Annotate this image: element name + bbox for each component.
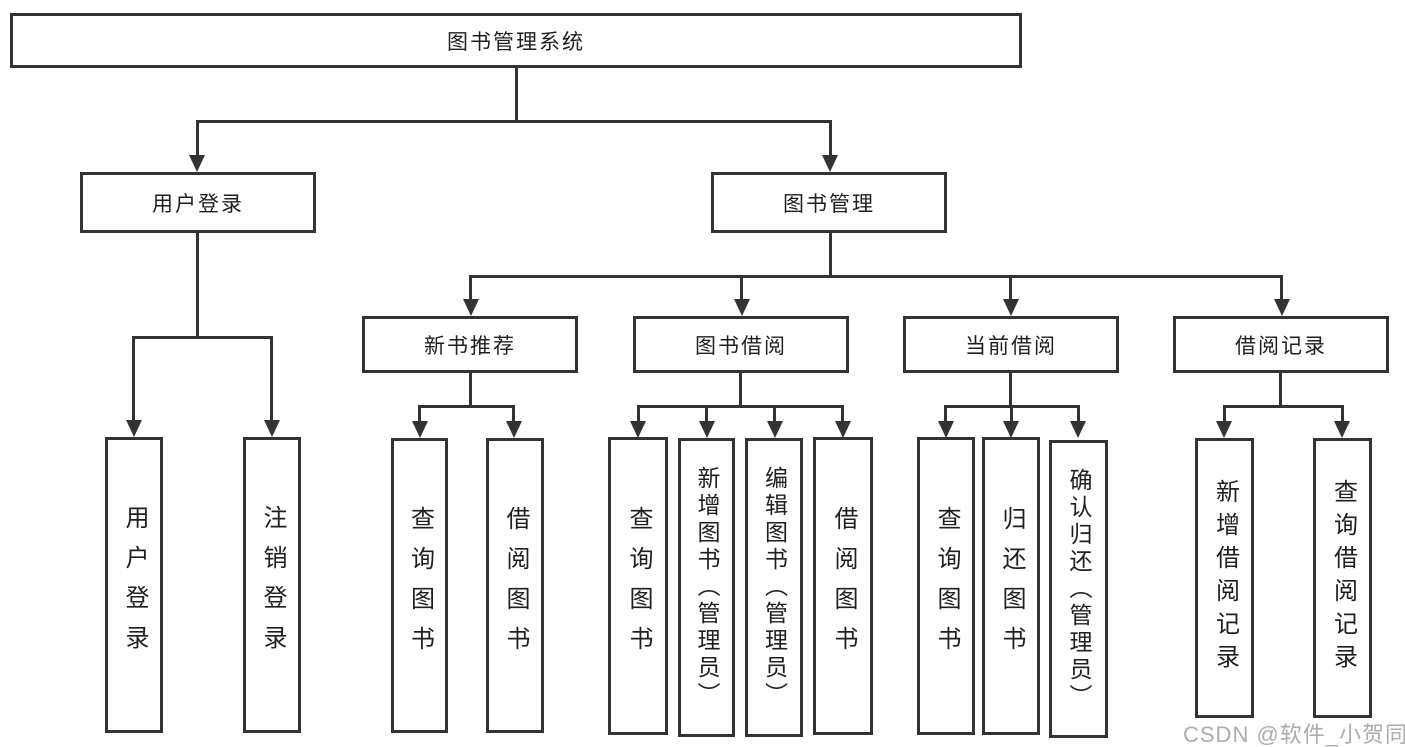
connector-line (637, 405, 844, 408)
leaf-query-borrow-record: 查询借阅记录 (1313, 438, 1372, 718)
connector-line (705, 405, 708, 421)
connector-line (1077, 405, 1080, 421)
connector-line (418, 405, 421, 421)
node-borrowing-records: 借阅记录 (1173, 316, 1389, 373)
arrow-down-icon (1274, 299, 1290, 316)
node-label: 新增借阅记录 (1211, 479, 1239, 677)
arrow-down-icon (264, 420, 280, 437)
arrow-down-icon (506, 421, 522, 438)
arrow-down-icon (189, 155, 205, 172)
arrow-down-icon (767, 421, 783, 438)
node-label: 借阅图书 (830, 506, 857, 666)
node-label: 新书推荐 (424, 334, 516, 358)
connector-line (773, 405, 776, 421)
node-label: 查询图书 (625, 506, 652, 666)
connector-line (1223, 405, 1226, 421)
node-label: 当前借阅 (965, 334, 1057, 358)
connector-line (841, 405, 844, 421)
node-label: 图书管理 (783, 192, 875, 216)
connector-line (1280, 275, 1283, 299)
arrow-down-icon (1003, 299, 1019, 316)
connector-line (196, 120, 199, 158)
node-label: 确认归还（管理员） (1066, 467, 1092, 711)
leaf-edit-books-admin: 编辑图书（管理员） (745, 438, 803, 737)
connector-line (1279, 373, 1282, 405)
connector-line (740, 275, 743, 299)
node-book-borrowing: 图书借阅 (633, 316, 849, 373)
leaf-borrow-books-recommend: 借阅图书 (486, 438, 544, 733)
node-label: 新增图书（管理员） (694, 466, 720, 709)
arrow-down-icon (1334, 421, 1350, 438)
node-label: 查询图书 (406, 505, 434, 666)
leaf-confirm-return-admin: 确认归还（管理员） (1049, 440, 1108, 738)
arrow-down-icon (463, 299, 479, 316)
arrow-down-icon (126, 420, 142, 437)
node-label: 用户登录 (152, 192, 244, 216)
connector-line (829, 233, 832, 275)
arrow-down-icon (630, 421, 646, 438)
connector-line (739, 373, 742, 405)
leaf-query-books-current: 查询图书 (917, 437, 975, 735)
connector-line (944, 405, 947, 421)
arrow-down-icon (1070, 421, 1086, 438)
connector-line (515, 68, 518, 120)
connector-line (469, 373, 472, 405)
leaf-borrow-books: 借阅图书 (813, 437, 873, 735)
node-new-book-recommend: 新书推荐 (362, 316, 578, 373)
arrow-down-icon (938, 421, 954, 438)
leaf-query-books-borrowing: 查询图书 (608, 437, 668, 735)
arrow-down-icon (835, 421, 851, 438)
leaf-logout: 注销登录 (243, 437, 301, 733)
node-current-borrowing: 当前借阅 (903, 316, 1119, 373)
arrow-down-icon (1216, 421, 1232, 438)
connector-line (1010, 405, 1013, 421)
arrow-down-icon (1003, 421, 1019, 438)
arrow-down-icon (699, 421, 715, 438)
node-label: 归还图书 (998, 506, 1025, 666)
connector-line (469, 275, 1283, 278)
node-library-system: 图书管理系统 (10, 13, 1022, 68)
connector-line (1223, 405, 1344, 408)
node-book-management: 图书管理 (711, 172, 947, 233)
node-label: 用户登录 (121, 505, 148, 665)
connector-line (132, 336, 273, 339)
node-label: 查询借阅记录 (1329, 479, 1357, 677)
connector-line (196, 120, 832, 123)
node-label: 借阅图书 (502, 505, 529, 666)
arrow-down-icon (822, 155, 838, 172)
node-user-login: 用户登录 (80, 172, 316, 233)
connector-line (512, 405, 515, 421)
node-label: 借阅记录 (1235, 334, 1327, 358)
node-label: 图书管理系统 (447, 30, 585, 54)
connector-line (1009, 275, 1012, 299)
connector-line (270, 336, 273, 421)
csdn-watermark: CSDN @软件_小贺同学 (1183, 722, 1405, 747)
connector-line (469, 275, 472, 299)
connector-line (637, 405, 640, 421)
connector-line (418, 405, 515, 408)
connector-line (196, 233, 199, 337)
node-label: 图书借阅 (695, 334, 787, 358)
leaf-add-borrow-record: 新增借阅记录 (1195, 438, 1254, 718)
connector-line (1009, 373, 1012, 405)
node-label: 注销登录 (259, 505, 286, 665)
leaf-return-books: 归还图书 (982, 437, 1040, 735)
leaf-query-books-recommend: 查询图书 (391, 438, 448, 733)
leaf-add-books-admin: 新增图书（管理员） (678, 438, 735, 737)
node-label: 编辑图书（管理员） (761, 466, 788, 709)
node-label: 查询图书 (933, 506, 960, 666)
leaf-user-login: 用户登录 (105, 437, 163, 733)
connector-line (829, 120, 832, 158)
arrow-down-icon (412, 421, 428, 438)
connector-line (132, 336, 135, 421)
connector-line (1341, 405, 1344, 421)
arrow-down-icon (734, 299, 750, 316)
